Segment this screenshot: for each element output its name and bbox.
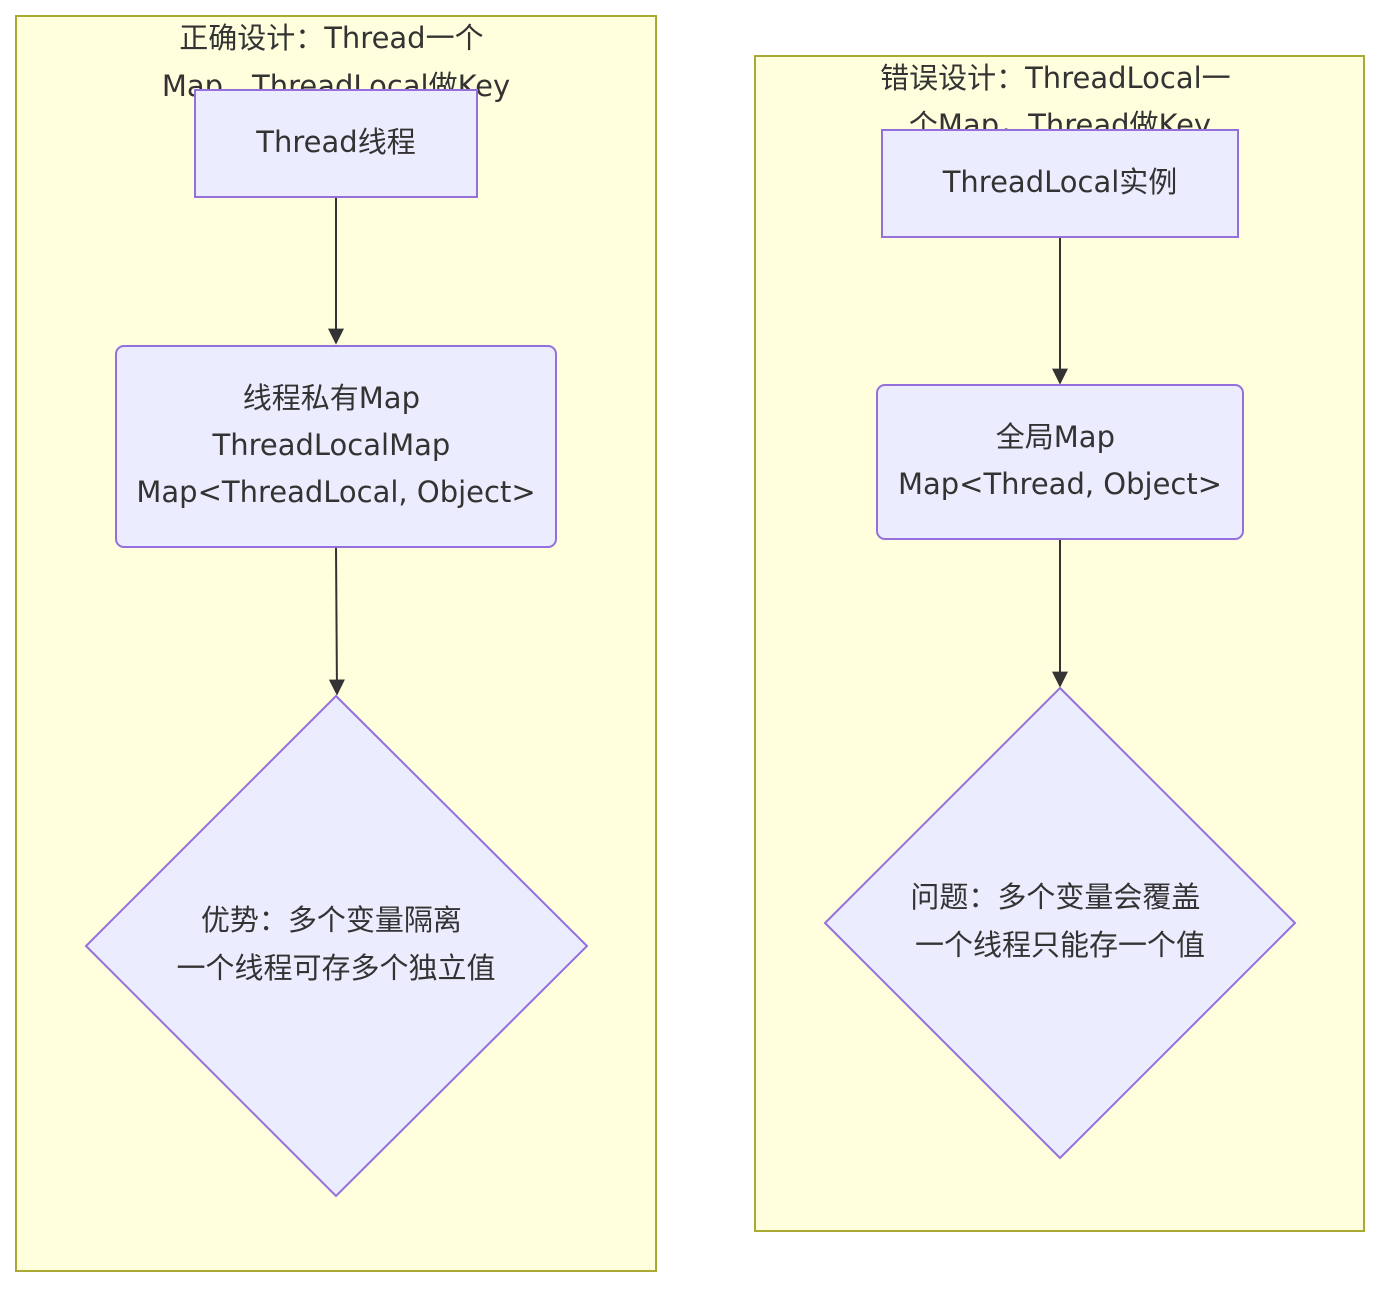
node-problem-line-2: 一个线程只能存一个值 <box>915 928 1205 962</box>
svg-text:Thread线程: Thread线程 <box>255 125 415 159</box>
svg-text:ThreadLocal实例: ThreadLocal实例 <box>942 165 1178 199</box>
node-global-map[interactable]: 全局Map Map<Thread, Object> <box>876 384 1244 540</box>
node-thread[interactable]: Thread线程 <box>194 89 478 198</box>
cluster-wrong-title-line-1: 错误设计：ThreadLocal一 <box>880 61 1231 95</box>
cluster-correct-design: 正确设计：Thread一个 Map，ThreadLocal做Key Thread… <box>15 15 657 1272</box>
node-global-map-line-2: Map<Thread, Object> <box>898 467 1222 501</box>
node-threadlocal-instance[interactable]: ThreadLocal实例 <box>881 129 1239 238</box>
node-thread-label: Thread线程 <box>255 125 415 159</box>
node-private-map-line-2: ThreadLocalMap <box>212 428 451 462</box>
node-private-map-line-3: Map<ThreadLocal, Object> <box>136 475 535 509</box>
svg-text:全局Map Map<Thread, Obje: 全局Map Map<Thread, Object> <box>898 420 1222 501</box>
svg-text:线程私有Map ThreadLocalMap: 线程私有Map ThreadLocalMap Map<ThreadLocal, … <box>136 381 535 509</box>
node-advantage-line-1: 优势：多个变量隔离 <box>201 903 462 937</box>
node-threadlocal-label: ThreadLocal实例 <box>942 165 1178 199</box>
node-problem-decision[interactable]: 问题：多个变量会覆盖 一个线程只能存一个值 <box>823 686 1297 1160</box>
node-advantage-decision[interactable]: 优势：多个变量隔离 一个线程可存多个独立值 <box>84 694 589 1198</box>
edge-private-map-to-advantage <box>328 546 345 696</box>
node-global-map-line-1: 全局Map <box>996 420 1115 454</box>
node-advantage-line-2: 一个线程可存多个独立值 <box>176 951 495 985</box>
cluster-correct-title-line-1: 正确设计：Thread一个 <box>179 21 483 55</box>
node-private-map-line-1: 线程私有Map <box>243 381 420 415</box>
node-thread-private-map[interactable]: 线程私有Map ThreadLocalMap Map<ThreadLocal, … <box>115 345 557 548</box>
cluster-wrong-design: 错误设计：ThreadLocal一 个Map，Thread做Key Thread… <box>754 55 1365 1232</box>
svg-text:问题：多个变量会覆盖 一个线程只能存一个值: 问题：多个变量会覆盖 一个线程只能存一个值 <box>910 880 1209 962</box>
node-problem-line-1: 问题：多个变量会覆盖 <box>910 880 1200 914</box>
svg-text:优势：多个变量隔离 一个线程可存多个独立值: 优势：多个变量隔离 一个线程可存多个独立值 <box>176 903 495 985</box>
